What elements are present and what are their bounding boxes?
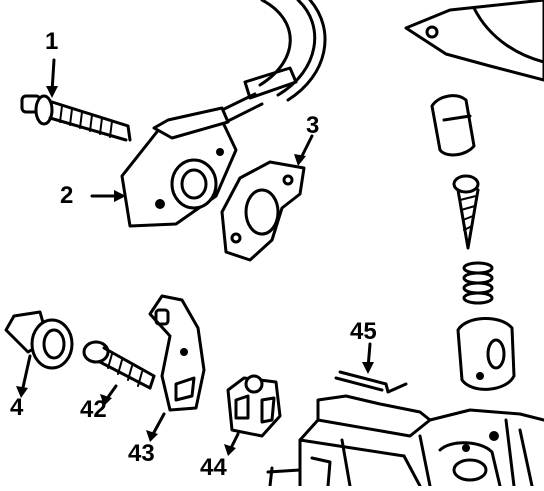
callout-45: 45 xyxy=(350,318,377,345)
part-44-link xyxy=(224,374,282,456)
carburetor-flange xyxy=(404,0,544,82)
part-43-lever xyxy=(146,294,206,442)
callout-1: 1 xyxy=(45,28,59,55)
callout-43: 43 xyxy=(128,440,155,467)
spring xyxy=(462,261,494,305)
callout-42: 42 xyxy=(80,396,107,423)
callout-4: 4 xyxy=(10,394,24,421)
part-4-cap xyxy=(4,310,74,398)
right-column-parts xyxy=(430,94,516,391)
wire-harness xyxy=(216,0,327,126)
callout-3: 3 xyxy=(306,112,320,139)
part-42-screw xyxy=(82,340,156,406)
callout-2: 2 xyxy=(60,182,74,209)
part-1-screw xyxy=(20,58,132,142)
callout-44: 44 xyxy=(200,454,227,481)
carburetor-body xyxy=(266,394,544,488)
part-2-sensor xyxy=(90,106,238,228)
part-45-rod xyxy=(334,342,408,394)
part-3-gasket xyxy=(220,134,314,262)
